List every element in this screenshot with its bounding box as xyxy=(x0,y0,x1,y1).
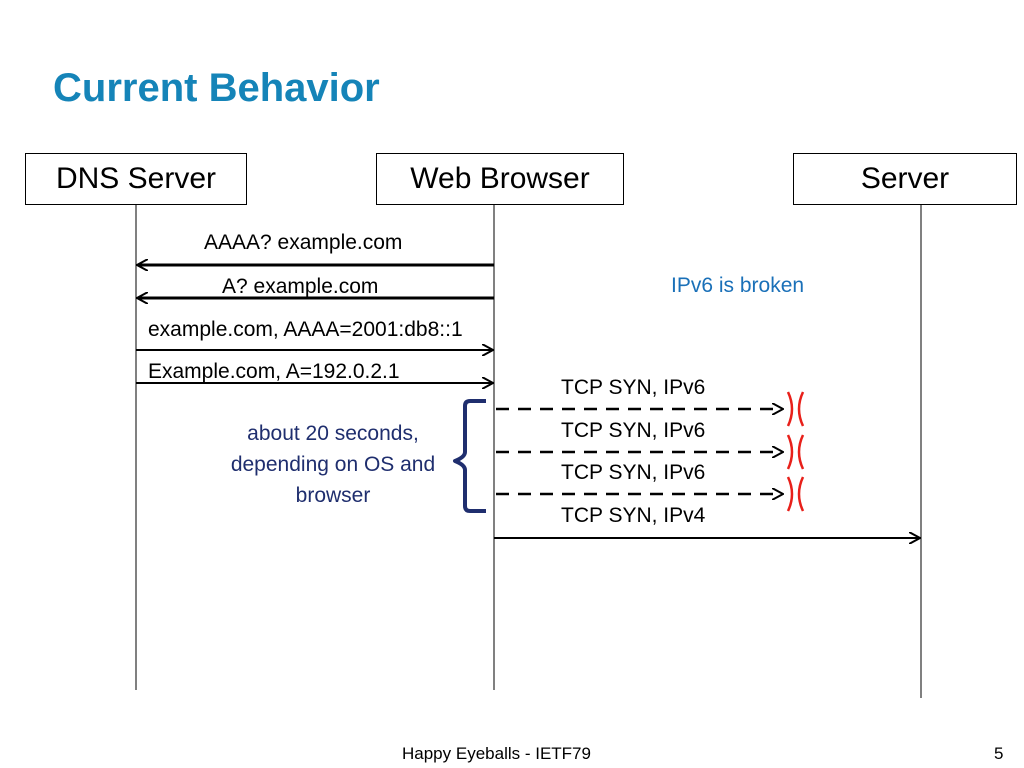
failure-x-icon xyxy=(786,476,805,512)
message-label: AAAA? example.com xyxy=(204,231,403,254)
message-label: Example.com, A=192.0.2.1 xyxy=(148,360,400,383)
curly-brace-icon xyxy=(453,399,486,513)
actor-web-browser: Web Browser xyxy=(376,153,624,205)
failure-x-icon xyxy=(786,434,805,470)
message-label: A? example.com xyxy=(222,275,379,298)
message-label: TCP SYN, IPv6 xyxy=(561,461,706,484)
slide-title: Current Behavior xyxy=(53,66,380,110)
message-label: TCP SYN, IPv6 xyxy=(561,419,706,442)
page-number: 5 xyxy=(994,744,1004,763)
actor-dns-server: DNS Server xyxy=(25,153,247,205)
annotation-ipv6-broken: IPv6 is broken xyxy=(671,274,805,297)
failure-x-icon xyxy=(786,391,805,427)
brace-note: about 20 seconds, depending on OS and br… xyxy=(230,422,436,507)
message-label: example.com, AAAA=2001:db8::1 xyxy=(148,318,463,341)
footer-text: Happy Eyeballs - IETF79 xyxy=(402,744,591,763)
message-label: TCP SYN, IPv6 xyxy=(561,376,706,399)
actor-server: Server xyxy=(793,153,1017,205)
message-label: TCP SYN, IPv4 xyxy=(561,504,706,527)
